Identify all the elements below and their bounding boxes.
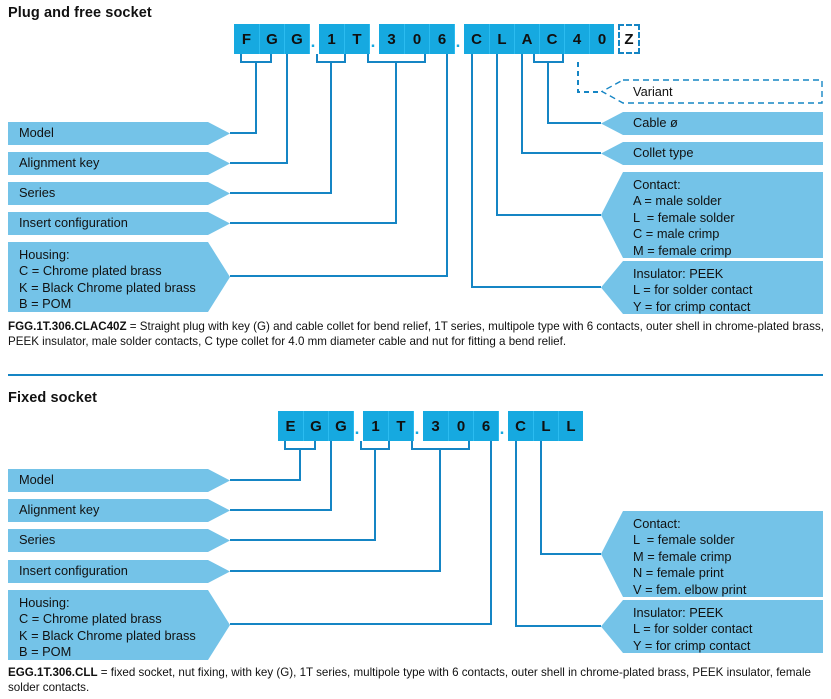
label-text: Alignment key [19, 155, 100, 171]
code-char: G [303, 411, 328, 441]
label-text: Series [19, 185, 56, 201]
label-text: Variant [633, 84, 673, 99]
label-text: Contact: A = male solder L = female sold… [633, 177, 735, 258]
code-char: L [558, 411, 583, 441]
code-separator-dot: . [369, 24, 376, 54]
label-text: Insulator: PEEK L = for solder contact Y… [633, 605, 753, 653]
code-char: 1 [363, 411, 388, 441]
code-char: 1 [319, 24, 344, 54]
label-insert-configuration-socket: Insert configuration [8, 560, 230, 583]
code-char: G [328, 411, 353, 441]
code-separator-dot: . [353, 411, 360, 441]
code-char: 0 [404, 24, 429, 54]
code-char: L [533, 411, 558, 441]
label-housing-socket: Housing: C = Chrome plated brass K = Bla… [8, 590, 230, 660]
label-text: Cable ø [633, 115, 678, 131]
code-char: T [388, 411, 413, 441]
label-variant-plug: Variant [601, 79, 823, 104]
code-char: 4 [564, 24, 589, 54]
label-insert-configuration-plug: Insert configuration [8, 212, 230, 235]
label-alignment-key-socket: Alignment key [8, 499, 230, 522]
code-separator-dot: . [309, 24, 316, 54]
caption-code: EGG.1T.306.CLL [8, 666, 98, 679]
code-char: A [514, 24, 539, 54]
caption-body: = Straight plug with key (G) and cable c… [8, 320, 824, 348]
label-text: Alignment key [19, 502, 100, 518]
code-separator-dot: . [413, 411, 420, 441]
code-separator-dot: . [498, 411, 505, 441]
code-char: E [278, 411, 303, 441]
code-char: F [234, 24, 259, 54]
label-model-socket: Model [8, 469, 230, 492]
code-char: C [508, 411, 533, 441]
label-text: Series [19, 532, 56, 548]
code-char: L [489, 24, 514, 54]
label-text: Insert configuration [19, 563, 128, 579]
caption-body: = fixed socket, nut fixing, with key (G)… [8, 666, 812, 694]
label-model-plug: Model [8, 122, 230, 145]
code-char: 0 [448, 411, 473, 441]
label-text: Contact: L = female solder M = female cr… [633, 516, 747, 597]
section-title-plug-and-free-socket: Plug and free socket [8, 5, 152, 21]
label-contact-plug: Contact: A = male solder L = female sold… [601, 172, 823, 258]
label-contact-socket: Contact: L = female solder M = female cr… [601, 511, 823, 597]
code-char: C [464, 24, 489, 54]
caption-socket: EGG.1T.306.CLL = fixed socket, nut fixin… [8, 666, 828, 695]
section-title-fixed-socket: Fixed socket [8, 390, 98, 406]
code-char: 6 [473, 411, 498, 441]
label-text: Insulator: PEEK L = for solder contact Y… [633, 266, 753, 314]
code-char-variant: Z [618, 24, 640, 54]
code-char: 6 [429, 24, 454, 54]
label-text: Housing: C = Chrome plated brass K = Bla… [19, 247, 196, 312]
label-insulator-socket: Insulator: PEEK L = for solder contact Y… [601, 600, 823, 653]
label-collet-type-plug: Collet type [601, 142, 823, 165]
code-char: C [539, 24, 564, 54]
label-text: Collet type [633, 145, 694, 161]
label-text: Model [19, 472, 54, 488]
code-char: G [259, 24, 284, 54]
label-cable-diameter-plug: Cable ø [601, 112, 823, 135]
caption-code: FGG.1T.306.CLAC40Z [8, 320, 127, 333]
section-divider [8, 374, 823, 376]
code-char: 3 [423, 411, 448, 441]
code-char: 3 [379, 24, 404, 54]
caption-plug: FGG.1T.306.CLAC40Z = Straight plug with … [8, 320, 828, 349]
label-text: Housing: C = Chrome plated brass K = Bla… [19, 595, 196, 660]
label-housing-plug: Housing: C = Chrome plated brass K = Bla… [8, 242, 230, 312]
code-char: G [284, 24, 309, 54]
label-text: Insert configuration [19, 215, 128, 231]
code-char: 0 [589, 24, 614, 54]
label-insulator-plug: Insulator: PEEK L = for solder contact Y… [601, 261, 823, 314]
code-separator-dot: . [454, 24, 461, 54]
label-text: Model [19, 125, 54, 141]
label-series-socket: Series [8, 529, 230, 552]
code-char: T [344, 24, 369, 54]
variant-outline-icon [601, 79, 823, 104]
label-series-plug: Series [8, 182, 230, 205]
label-alignment-key-plug: Alignment key [8, 152, 230, 175]
